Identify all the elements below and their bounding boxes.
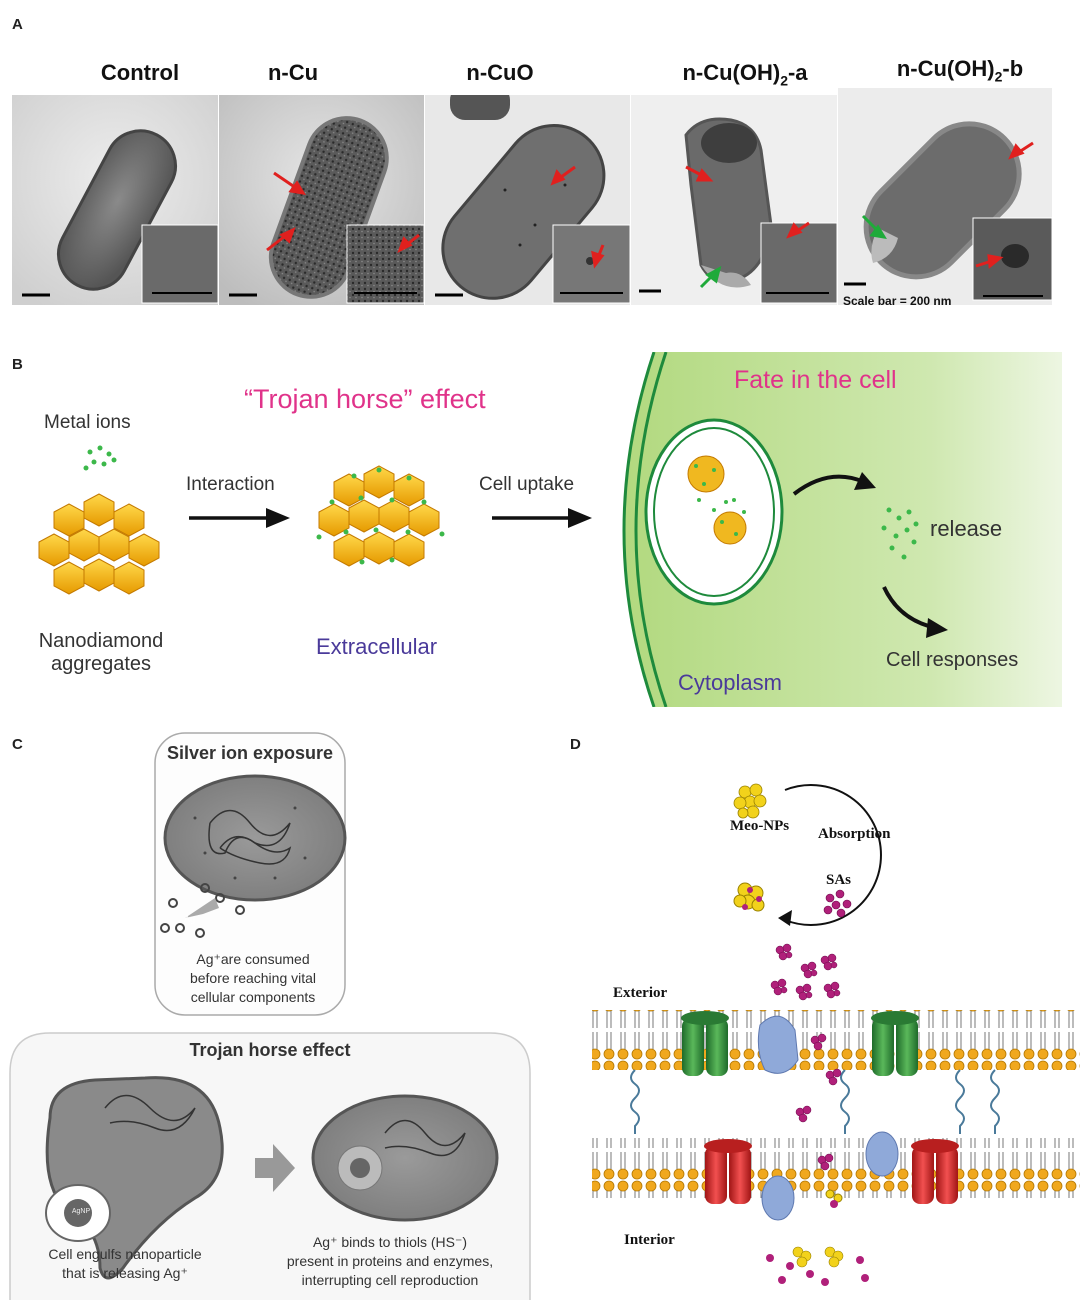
- released-ions-icon: [881, 507, 919, 560]
- agnp-particle-icon: [64, 1199, 92, 1227]
- linker-icon: [630, 1069, 1000, 1134]
- red-channel-icon: [704, 1139, 752, 1204]
- tem-image-n-cu: [219, 95, 424, 305]
- green-channel-icon: [681, 1011, 729, 1076]
- ag-arrow-icon: [185, 898, 219, 918]
- panel-label-a: A: [12, 16, 23, 33]
- fate-title: Fate in the cell: [734, 366, 897, 394]
- extracellular-aggregate-icon: [316, 465, 445, 567]
- meo-nps-label: Meo-NPs: [730, 818, 790, 834]
- meo-nps-particle-icon: [733, 783, 767, 819]
- transit-particles-icon: [795, 1033, 842, 1171]
- silver-ion-exposure-title: Silver ion exposure: [166, 743, 334, 763]
- panel-label-d: D: [570, 736, 581, 753]
- arrow-cell-uptake-icon: [492, 508, 592, 528]
- exterior-label: Exterior: [613, 985, 668, 1001]
- cytoplasm-label: Cytoplasm: [678, 670, 782, 695]
- agnp-internal-icon: [350, 1158, 370, 1178]
- green-arrow-icon: [699, 266, 722, 289]
- tem-label-control: Control: [100, 60, 180, 85]
- cell-responses-label: Cell responses: [886, 649, 1019, 671]
- silver-ion-cluster-icon: [160, 883, 245, 938]
- binds-text: Ag⁺ binds to thiols (HS⁻)present in prot…: [286, 1234, 494, 1288]
- tem-label-n-cu: n-Cu: [267, 60, 319, 85]
- exterior-particles-icon: [770, 943, 841, 1001]
- sas-label: SAs: [826, 872, 852, 888]
- tem-image-n-cuoh2-b: [838, 88, 1052, 305]
- arrow-interaction-icon: [189, 508, 290, 528]
- panel-d-diagram: [592, 783, 1080, 1286]
- red-channel-icon: [911, 1139, 959, 1204]
- panel-c-diagram: [9, 732, 531, 1300]
- inner-mixed-particles-icon: [825, 1189, 843, 1208]
- trojan-horse-title: “Trojan horse” effect: [244, 384, 486, 414]
- tem-image-control: [12, 95, 218, 305]
- blue-protein-icon: [757, 1015, 799, 1074]
- curved-arrow-release-icon: [792, 474, 865, 496]
- outer-membrane: [592, 1010, 1080, 1070]
- tem-image-n-cuo: [425, 95, 630, 305]
- red-arrow-icon: [685, 165, 810, 239]
- release-label: release: [930, 516, 1003, 541]
- interior-label: Interior: [624, 1232, 675, 1248]
- cell-membrane-outer: [622, 352, 656, 707]
- red-arrow-icon: [266, 171, 420, 254]
- trojan-horse-effect-title: Trojan horse effect: [189, 1040, 351, 1060]
- green-arrow-icon: [861, 214, 887, 240]
- blue-protein-icon: [761, 1175, 795, 1221]
- nanodiamond-aggregate-icon: [38, 493, 160, 595]
- metal-ions-icon: [83, 445, 117, 471]
- mixed-particle-icon: [733, 882, 765, 912]
- endosome-aggregates-icon: [687, 455, 747, 545]
- panel-label-c: C: [12, 736, 23, 753]
- cycle-arrow-icon: [784, 784, 882, 926]
- green-channel-icon: [871, 1011, 919, 1076]
- process-arrow-icon: [255, 1144, 295, 1192]
- panel-b-diagram: “Trojan horse” effect Fate in the cell M…: [14, 352, 1064, 707]
- absorption-label: Absorption: [818, 826, 891, 842]
- tem-label-n-cuo: n-CuO: [466, 60, 534, 85]
- red-arrow-icon: [550, 165, 605, 269]
- scale-bar-label: Scale bar = 200 nm: [843, 294, 952, 308]
- tem-label-n-cuoh2-a: n-Cu(OH)2-a: [682, 60, 808, 89]
- inner-membrane: [592, 1138, 1080, 1198]
- metal-ions-label: Metal ions: [44, 412, 131, 433]
- extracellular-label: Extracellular: [316, 634, 438, 659]
- tem-label-n-cuoh2-b: n-Cu(OH)2-b: [896, 56, 1024, 85]
- blue-protein-icon: [865, 1131, 899, 1177]
- red-arrow-icon: [975, 141, 1034, 269]
- interaction-label: Interaction: [186, 474, 275, 495]
- sas-particles-icon: [823, 889, 852, 918]
- tem-image-n-cuoh2-a: [631, 95, 837, 305]
- ag-label: Ag: [184, 914, 196, 924]
- panel-label-b: B: [12, 356, 23, 373]
- interior-particles-icon: [766, 1246, 869, 1286]
- agnp-label: AgNP: [71, 1208, 91, 1215]
- cell-uptake-label: Cell uptake: [479, 474, 575, 495]
